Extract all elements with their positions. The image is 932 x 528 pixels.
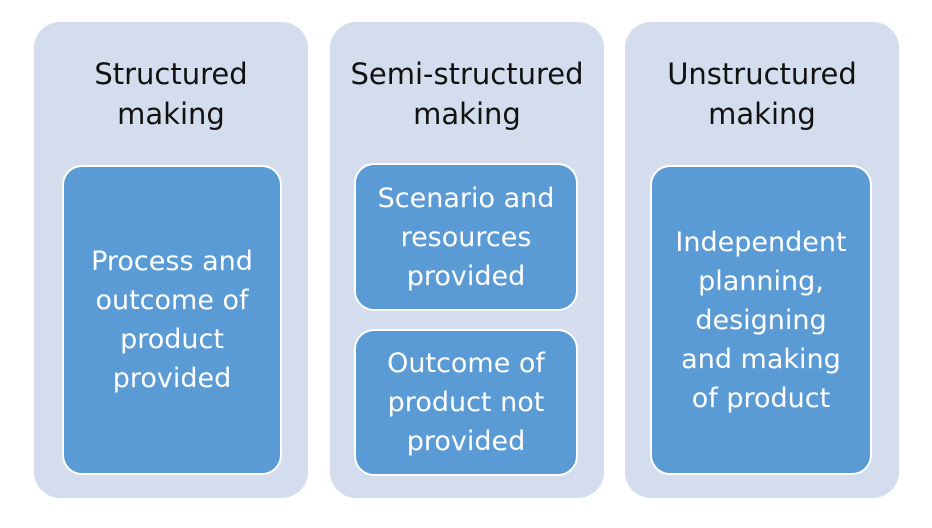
column-title: Structured making	[94, 57, 248, 131]
column-title: Semi-structured making	[350, 57, 584, 131]
box-outcome-not-provided: Outcome of product not provided	[354, 329, 578, 476]
column-structured-making: Structured making Process and outcome of…	[34, 22, 308, 498]
column-semi-structured-making: Semi-structured making Scenario and reso…	[330, 22, 604, 498]
box-text: Scenario and resources provided	[377, 182, 555, 292]
box-process-outcome: Process and outcome of product provided	[62, 165, 282, 475]
box-text: Outcome of product not provided	[387, 348, 545, 457]
box-text: Process and outcome of product provided	[91, 246, 253, 394]
column-title: Unstructured making	[667, 57, 857, 131]
box-independent-planning: Independent planning, designing and maki…	[650, 165, 872, 475]
box-text: Independent planning, designing and maki…	[675, 226, 847, 414]
column-unstructured-making: Unstructured making Independent planning…	[625, 22, 899, 498]
box-scenario-resources: Scenario and resources provided	[354, 163, 578, 311]
